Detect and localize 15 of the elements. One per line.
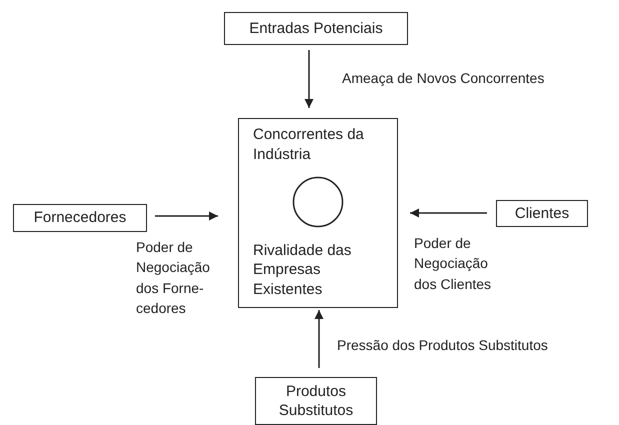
arrow [314,310,324,368]
node-heading: Concorrentes da Indústria [253,125,365,164]
node-label: Clientes [514,204,570,224]
force-box [13,204,147,232]
industry-box [238,118,398,308]
arrow [155,212,218,220]
node-body: Rivalidade das Empresas Existentes [253,240,352,299]
node-label: Fornecedores [32,208,128,228]
force-box [255,377,377,425]
arrow [304,50,314,108]
node-label: Produtos Substitutos [278,382,354,420]
arrow [410,208,487,218]
force-box [224,12,408,45]
force-box [496,200,588,227]
node-label: Entradas Potenciais [248,18,384,38]
